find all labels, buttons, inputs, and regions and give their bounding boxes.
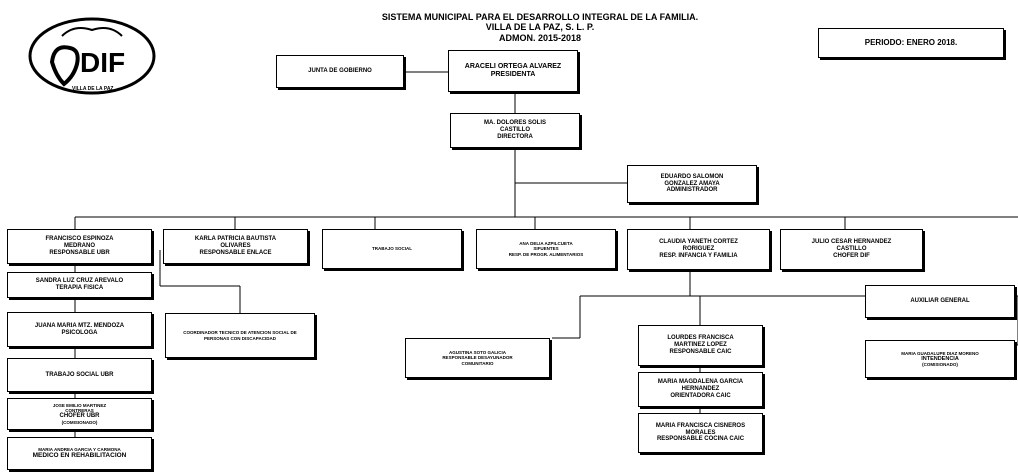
cocina-role: RESPONSABLE COCINA CAIC — [656, 436, 745, 443]
chofer-name-1: JULIO CESAR HERNANDEZ — [811, 239, 892, 246]
terapia-role: TERAPIA FISICA — [55, 285, 104, 291]
ubr-name-1: FRANCISCO ESPINOZA — [45, 236, 114, 243]
psicologa-name: JUANA MARIA MTZ. MENDOZA — [34, 322, 125, 329]
medico-role: MEDICO EN REHABILITACION — [32, 452, 127, 460]
auxiliar-general-box: AUXILIAR GENERAL — [865, 285, 1015, 318]
dif-logo-graphic: DIF VILLA DE LA PAZ — [28, 17, 156, 95]
responsable-ubr-box: FRANCISCO ESPINOZA MEDRANO RESPONSABLE U… — [7, 229, 152, 264]
medico-rehabilitacion-box: MARIA ANDREA GARCIA Y CARMONA MEDICO EN … — [7, 437, 152, 470]
trabajo-social-box: TRABAJO SOCIAL — [322, 229, 462, 269]
ubr-role: RESPONSABLE UBR — [49, 249, 110, 256]
cocina-name-2: MORALES — [685, 429, 716, 436]
chofer-ubr-role: CHOFER UBR — [59, 413, 100, 420]
trabajo-social-label: TRABAJO SOCIAL — [371, 246, 412, 252]
presidenta-role: PRESIDENTA — [490, 71, 536, 78]
auxiliar-label: AUXILIAR GENERAL — [910, 298, 970, 305]
presidenta-name: ARACELI ORTEGA ALVAREZ — [464, 62, 562, 70]
psicologa-box: JUANA MARIA MTZ. MENDOZA PSICOLOGA — [7, 312, 152, 347]
infancia-name-1: CLAUDIA YANETH CORTEZ — [659, 239, 738, 246]
infancia-name-2: RORIGUEZ — [682, 246, 715, 253]
chofer-ubr-note: (COMISIONADO) — [61, 420, 98, 426]
orientadora-role: ORIENTADORA CAIC — [670, 392, 731, 399]
chofer-name-2: CASTILLO — [836, 246, 867, 253]
coordinador-box: COORDINADOR TECNICO DE ATENCION SOCIAL D… — [165, 313, 315, 358]
chofer-dif-box: JULIO CESAR HERNANDEZ CASTILLO CHOFER DI… — [780, 229, 923, 270]
orientadora-name-2: HERNANDEZ — [681, 386, 720, 393]
alimentarios-box: ANA DELIA AZPILCUETA SIFUENTES RESP. DE … — [476, 229, 616, 269]
header-line-2: VILLA DE LA PAZ, S. L. P. — [485, 22, 595, 33]
enlace-name-2: OLIVARES — [220, 243, 251, 250]
intendencia-box: MARIA GUADALUPE DIAZ MORENO INTENDENCIA … — [865, 340, 1015, 378]
trabajo-social-ubr-box: TRABAJO SOCIAL UBR — [7, 358, 152, 392]
medico-name: MARIA ANDREA GARCIA Y CARMONA — [38, 447, 121, 453]
chofer-ubr-box: JOSE EMILIO MARTINEZ CONTRERAS CHOFER UB… — [7, 398, 152, 430]
administrador-box: EDUARDO SALOMON GONZALEZ AMAYA ADMINISTR… — [627, 165, 757, 203]
directora-name-1: MA. DOLORES SOLIS — [483, 120, 546, 127]
cocina-caic-box: MARIA FRANCISCA CISNEROS MORALES RESPONS… — [638, 413, 763, 453]
intendencia-note: (COMISIONADO) — [922, 362, 958, 368]
orientadora-name-1: MARIA MAGDALENA GARCIA — [657, 379, 744, 386]
alimentarios-name-2: SIFUENTES — [533, 246, 559, 252]
chofer-ubr-name-2: CONTRERAS — [65, 407, 94, 413]
psicologa-role: PSICOLOGA — [61, 329, 98, 336]
ubr-name-2: MEDRANO — [64, 243, 95, 250]
orientadora-caic-box: MARIA MAGDALENA GARCIA HERNANDEZ ORIENTA… — [638, 372, 763, 407]
junta-gobierno-box: JUNTA DE GOBIERNO — [276, 55, 404, 88]
enlace-name-1: KARLA PATRICIA BAUTISTA — [194, 236, 277, 243]
header-line-3: ADMON. 2015-2018 — [498, 32, 582, 43]
alimentarios-name-1: ANA DELIA AZPILCUETA — [519, 241, 573, 247]
desayunador-role-2: COMUNITARIO — [461, 360, 494, 366]
alimentarios-role: RESP. DE PROGR. ALIMENTARIOS — [508, 251, 584, 257]
logo-caption: VILLA DE LA PAZ — [72, 86, 113, 92]
infancia-role: RESP. INFANCIA Y FAMILIA — [659, 252, 738, 259]
directora-name-2: CASTILLO — [500, 127, 530, 134]
caic-name-1: LOURDES FRANCISCA — [667, 335, 734, 342]
terapia-fisica-box: SANDRA LUZ CRUZ AREVALO TERAPIA FISICA — [7, 272, 152, 298]
chofer-ubr-name-1: JOSE EMILIO MARTINEZ — [52, 402, 107, 408]
dif-logo: DIF VILLA DE LA PAZ — [22, 14, 162, 96]
directora-box: MA. DOLORES SOLIS CASTILLO DIRECTORA — [450, 113, 580, 148]
desayunador-role-1: RESPONSABLE DESAYUNADOR — [442, 355, 513, 361]
coordinador-label: COORDINADOR TECNICO DE ATENCION SOCIAL D… — [183, 330, 297, 341]
caic-role: RESPONSABLE CAIC — [669, 348, 732, 355]
infancia-familia-box: CLAUDIA YANETH CORTEZ RORIGUEZ RESP. INF… — [627, 229, 770, 270]
header-line-1: SISTEMA MUNICIPAL PARA EL DESARROLLO INT… — [381, 12, 699, 22]
periodo-label: PERIODO: ENERO 2018. — [864, 38, 958, 48]
desayunador-box: AGUSTINA SOTO GALICIA RESPONSABLE DESAYU… — [405, 338, 550, 378]
junta-label: JUNTA DE GOBIERNO — [308, 68, 372, 75]
intendencia-role: INTENDENCIA — [921, 355, 959, 362]
terapia-name: SANDRA LUZ CRUZ AREVALO — [35, 278, 124, 285]
chart-header: SISTEMA MUNICIPAL PARA EL DESARROLLO INT… — [300, 12, 780, 43]
intendencia-name: MARIA GUADALUPE DIAZ MORENO — [901, 350, 979, 356]
desayunador-name: AGUSTINA SOTO GALICIA — [448, 350, 506, 356]
enlace-role: RESPONSABLE ENLACE — [199, 249, 272, 256]
administrador-name-2: GONZALEZ AMAYA — [664, 180, 720, 187]
cocina-name-1: MARIA FRANCISCA CISNEROS — [655, 422, 746, 429]
ts-ubr-label: TRABAJO SOCIAL UBR — [45, 371, 114, 378]
chofer-role: CHOFER DIF — [833, 252, 870, 259]
periodo-box: PERIODO: ENERO 2018. — [818, 28, 1004, 58]
responsable-caic-box: LOURDES FRANCISCA MARTINEZ LOPEZ RESPONS… — [638, 325, 763, 366]
caic-name-2: MARTINEZ LOPEZ — [674, 342, 727, 349]
administrador-role: ADMINISTRADOR — [666, 187, 718, 194]
presidenta-box: ARACELI ORTEGA ALVAREZ PRESIDENTA — [448, 50, 578, 92]
directora-role: DIRECTORA — [497, 133, 533, 140]
logo-text: DIF — [80, 47, 125, 78]
administrador-name-1: EDUARDO SALOMON — [660, 173, 724, 180]
responsable-enlace-box: KARLA PATRICIA BAUTISTA OLIVARES RESPONS… — [163, 229, 308, 264]
